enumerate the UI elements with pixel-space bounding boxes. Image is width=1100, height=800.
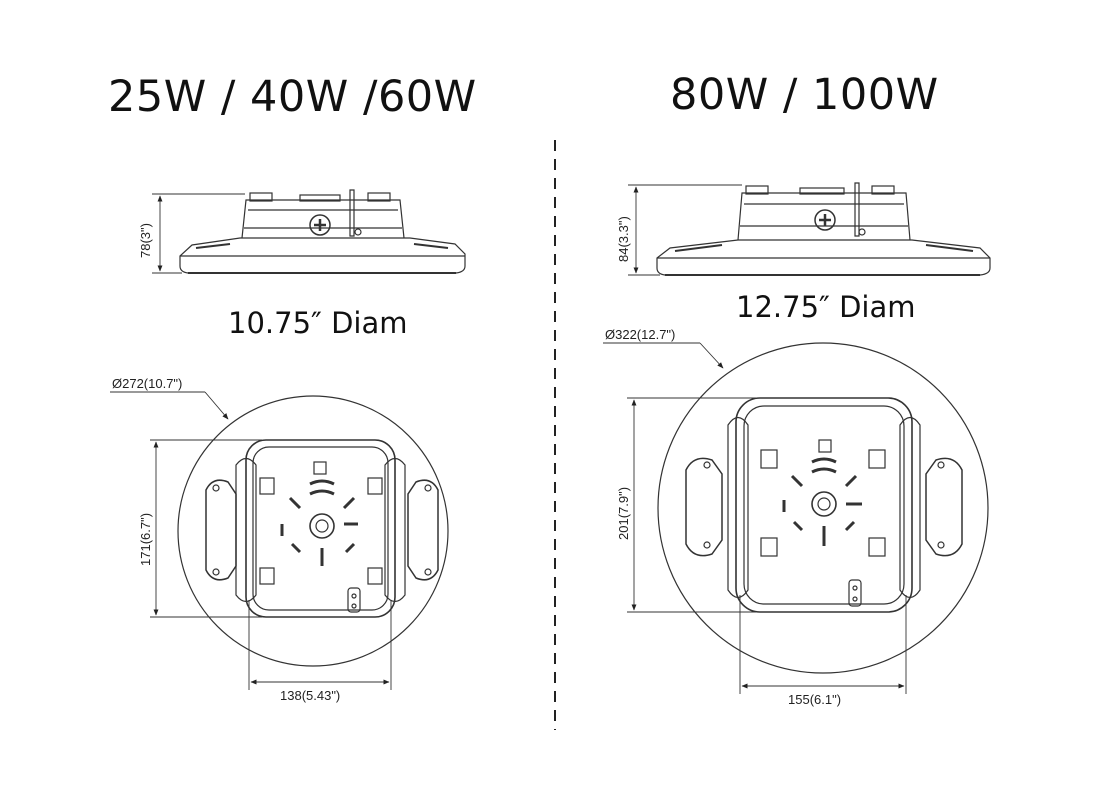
left-outer-dim-text: Ø272(10.7"): [112, 376, 182, 391]
right-model-title: 80W / 100W: [670, 70, 939, 120]
right-plate-width-dimension: [739, 595, 907, 694]
right-height-dim-text: 84(3.3"): [616, 216, 631, 262]
right-diameter-label: 12.75″ Diam: [736, 290, 916, 324]
right-plate-width-dim-text: 155(6.1"): [788, 692, 841, 707]
left-height-dimension: [152, 193, 245, 274]
right-height-dimension: [628, 184, 742, 276]
left-diameter-label: 10.75″ Diam: [228, 306, 408, 340]
right-outer-dim-leader: [603, 342, 724, 369]
right-plate-height-dimension: [627, 397, 760, 613]
right-plate-height-dim-text: 201(7.9"): [616, 487, 631, 540]
left-plate-height-dim-text: 171(6.7"): [138, 513, 153, 566]
left-plate-height-dimension: [150, 439, 262, 618]
left-top-view: [177, 395, 449, 667]
left-model-title: 25W / 40W /60W: [108, 72, 477, 122]
left-plate-width-dim-text: 138(5.43"): [280, 688, 340, 703]
right-side-view: [656, 182, 991, 276]
left-height-dim-text: 78(3"): [138, 223, 153, 258]
left-plate-width-dimension: [248, 600, 392, 690]
left-outer-dim-leader: [110, 391, 229, 420]
left-side-view: [179, 189, 466, 274]
right-outer-dim-text: Ø322(12.7"): [605, 327, 675, 342]
right-top-view: [657, 342, 989, 674]
